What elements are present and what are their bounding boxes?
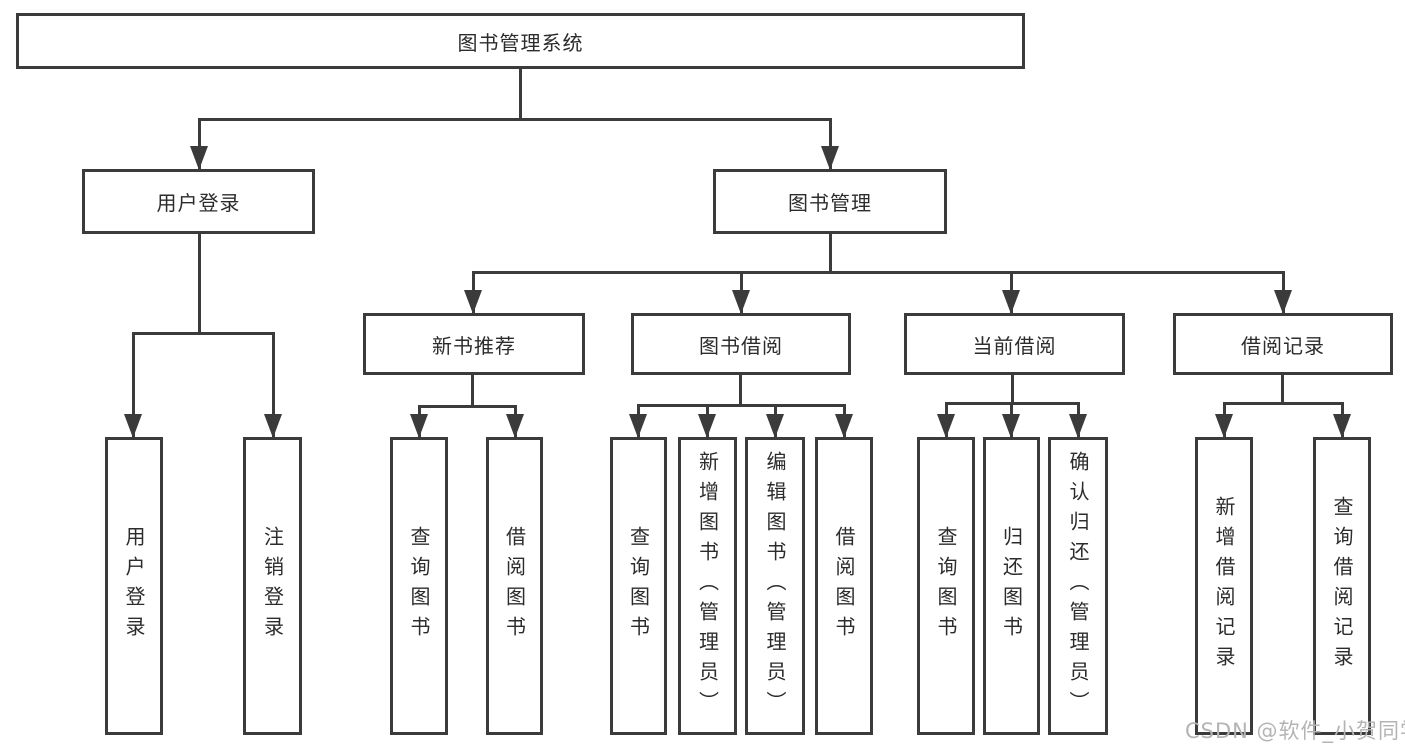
- node-user-login: 用户登录: [82, 169, 315, 234]
- connector-line: [637, 404, 846, 407]
- connector-line: [198, 234, 201, 334]
- node-label: 查询图书: [626, 526, 651, 646]
- connector-line: [1223, 402, 1344, 405]
- arrowhead-down-icon: [264, 414, 282, 438]
- leaf-currentborrow-confirm-return-admin: 确认归还（管理员）: [1048, 437, 1108, 735]
- node-label: 归还图书: [999, 526, 1024, 646]
- arrowhead-down-icon: [410, 414, 428, 438]
- node-label: 新增图书（管理员）: [695, 451, 720, 721]
- node-label: 确认归还（管理员）: [1066, 451, 1090, 721]
- leaf-borrowrecord-query-record: 查询借阅记录: [1313, 437, 1371, 735]
- node-new-book-recommend: 新书推荐: [363, 313, 585, 375]
- connector-line: [471, 375, 474, 408]
- node-label: 注销登录: [260, 526, 285, 646]
- node-label: 借阅图书: [502, 526, 527, 646]
- node-label: 编辑图书（管理员）: [763, 451, 787, 721]
- arrowhead-down-icon: [732, 290, 750, 314]
- arrowhead-down-icon: [766, 414, 784, 438]
- connector-line: [198, 121, 201, 170]
- node-borrow-record: 借阅记录: [1173, 313, 1393, 375]
- connector-line: [132, 332, 275, 335]
- connector-line: [272, 335, 275, 438]
- node-current-borrow: 当前借阅: [904, 313, 1125, 375]
- leaf-currentborrow-return-books: 归还图书: [983, 437, 1040, 735]
- arrowhead-down-icon: [124, 414, 142, 438]
- connector-line: [829, 234, 832, 274]
- arrowhead-down-icon: [1002, 290, 1020, 314]
- arrowhead-down-icon: [698, 414, 716, 438]
- leaf-logout-login: 注销登录: [243, 437, 302, 735]
- arrowhead-down-icon: [1333, 414, 1351, 438]
- connector-line: [198, 118, 832, 121]
- arrowhead-down-icon: [464, 290, 482, 314]
- node-label: 查询图书: [407, 526, 431, 646]
- arrowhead-down-icon: [1069, 414, 1087, 438]
- connector-line: [519, 68, 522, 121]
- leaf-user-login: 用户登录: [105, 437, 163, 735]
- node-label: 借阅图书: [832, 526, 856, 646]
- node-label: 查询借阅记录: [1330, 496, 1354, 676]
- connector-line: [739, 375, 742, 407]
- node-label: 用户登录: [122, 526, 146, 646]
- leaf-currentborrow-query-books: 查询图书: [917, 437, 975, 735]
- connector-line: [945, 402, 1080, 405]
- node-label: 新增借阅记录: [1212, 496, 1236, 676]
- connector-line: [132, 335, 135, 438]
- connector-line: [829, 121, 832, 170]
- arrowhead-down-icon: [821, 146, 839, 170]
- arrowhead-down-icon: [1274, 290, 1292, 314]
- arrowhead-down-icon: [1215, 414, 1233, 438]
- arrowhead-down-icon: [629, 414, 647, 438]
- arrowhead-down-icon: [1002, 414, 1020, 438]
- csdn-watermark: CSDN @软件_小贺同学: [1185, 719, 1405, 743]
- connector-line: [1281, 375, 1284, 405]
- node-root-system: 图书管理系统: [16, 13, 1025, 69]
- leaf-bookborrow-add-books-admin: 新增图书（管理员）: [678, 437, 737, 735]
- node-label: 查询图书: [934, 526, 958, 646]
- leaf-bookborrow-query-books: 查询图书: [610, 437, 667, 735]
- node-book-management: 图书管理: [713, 169, 947, 234]
- node-book-borrow: 图书借阅: [631, 313, 851, 375]
- arrowhead-down-icon: [937, 414, 955, 438]
- connector-line: [418, 405, 517, 408]
- connector-line: [472, 271, 1285, 274]
- leaf-newbook-borrow-books: 借阅图书: [486, 437, 543, 735]
- arrowhead-down-icon: [190, 146, 208, 170]
- leaf-bookborrow-edit-books-admin: 编辑图书（管理员）: [745, 437, 805, 735]
- arrowhead-down-icon: [506, 414, 524, 438]
- arrowhead-down-icon: [835, 414, 853, 438]
- connector-line: [1011, 375, 1014, 405]
- leaf-borrowrecord-add-record: 新增借阅记录: [1195, 437, 1253, 735]
- leaf-newbook-query-books: 查询图书: [390, 437, 448, 735]
- leaf-bookborrow-borrow-books: 借阅图书: [815, 437, 873, 735]
